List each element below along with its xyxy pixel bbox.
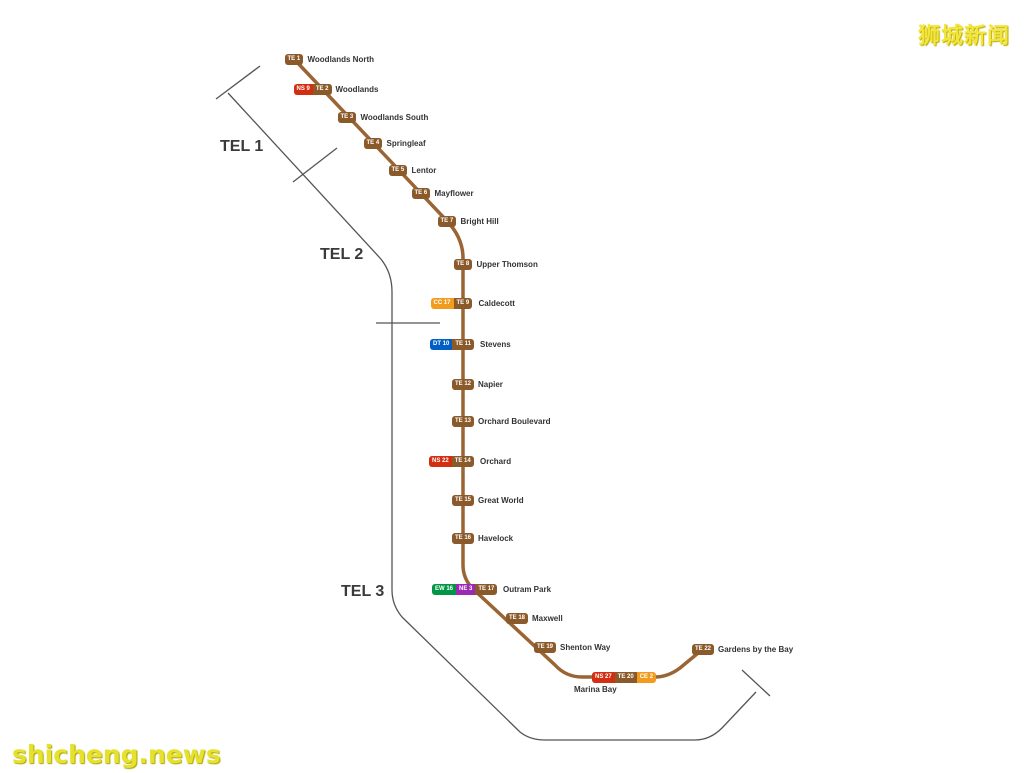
station-code-ce: CE 2: [636, 671, 657, 683]
station-code-te: TE 19: [534, 641, 557, 653]
station-code-ns: NS 9: [293, 83, 313, 95]
phase-label-tel-1: TEL 1: [220, 138, 264, 155]
station-code-te: TE 8: [453, 258, 473, 270]
boundary-tick-top: [215, 65, 261, 100]
station-code-te: TE 18: [506, 612, 529, 624]
station-code-te: TE 20: [614, 671, 637, 683]
station-code-group: TE 22: [692, 643, 715, 655]
station-code-te: TE 15: [452, 494, 475, 506]
station-code-group: TE 3: [337, 111, 357, 123]
station-code-group: TE 4: [363, 137, 383, 149]
station-code-group: TE 6: [411, 187, 431, 199]
station-code-te: TE 16: [452, 532, 475, 544]
station-code-te: TE 1: [284, 53, 304, 65]
station-code-group: TE 15: [452, 494, 475, 506]
station-name: Caldecott: [478, 299, 515, 308]
watermark-site: shicheng.news: [12, 740, 221, 769]
station-code-te: TE 12: [452, 378, 475, 390]
station-code-group: TE 13: [452, 415, 475, 427]
station-code-te: TE 2: [312, 83, 332, 95]
station-code-group: TE 7: [437, 215, 457, 227]
station-name: Stevens: [480, 340, 511, 349]
station-code-te: TE 5: [388, 164, 408, 176]
station-name: Mayflower: [434, 189, 474, 198]
station-name: Great World: [478, 496, 524, 505]
station-code-ew: EW 16: [432, 583, 457, 595]
station-name: Bright Hill: [460, 217, 499, 226]
thomson-east-coast-line: [292, 57, 705, 679]
station-code-te: TE 22: [692, 643, 715, 655]
station-code-group: TE 16: [452, 532, 475, 544]
phase-label-tel-2: TEL 2: [320, 246, 364, 263]
station-code-group: TE 19: [534, 641, 557, 653]
station-code-group: TE 18: [506, 612, 529, 624]
station-code-group: TE 5: [388, 164, 408, 176]
station-name: Havelock: [478, 534, 514, 543]
station-name: Upper Thomson: [476, 260, 538, 269]
station-name: Outram Park: [503, 585, 552, 594]
boundary-tick-end: [741, 669, 771, 697]
watermark-chinese: 狮城新闻: [917, 24, 1010, 49]
station-name: Orchard: [480, 457, 512, 466]
station-code-te: TE 7: [437, 215, 457, 227]
station-name: Woodlands North: [307, 55, 375, 64]
station-code-te: TE 3: [337, 111, 357, 123]
station-name: Maxwell: [532, 614, 563, 623]
station-code-te: TE 4: [363, 137, 383, 149]
station-name: Lentor: [411, 166, 437, 175]
boundary-tick-tel1-tel2: [292, 147, 338, 183]
station-code-te: TE 13: [452, 415, 475, 427]
station-code-ns: NS 27: [592, 671, 615, 683]
station-code-group: TE 1: [284, 53, 304, 65]
station-name: Orchard Boulevard: [478, 417, 551, 426]
station-name: Marina Bay: [574, 685, 617, 694]
station-name: Woodlands South: [360, 113, 429, 122]
station-name: Woodlands: [335, 85, 379, 94]
station-name: Springleaf: [386, 139, 426, 148]
station-code-group: TE 8: [453, 258, 473, 270]
station-code-te: TE 14: [451, 455, 474, 467]
station-code-cc: CC 17: [430, 297, 454, 309]
station-name: Gardens by the Bay: [718, 645, 794, 654]
station-code-te: TE 9: [453, 297, 473, 309]
station-code-dt: DT 10: [430, 338, 453, 350]
station-name: Shenton Way: [560, 643, 611, 652]
station-code-te: TE 6: [411, 187, 431, 199]
station-code-ns: NS 22: [429, 455, 452, 467]
station-code-group: TE 12: [452, 378, 475, 390]
station-code-te: TE 17: [475, 583, 498, 595]
station-name: Napier: [478, 380, 503, 389]
phase-label-tel-3: TEL 3: [341, 583, 385, 600]
station-code-te: TE 11: [452, 338, 475, 350]
boundary-left-outline: [227, 92, 757, 741]
station-code-ne: NE 3: [456, 583, 476, 595]
